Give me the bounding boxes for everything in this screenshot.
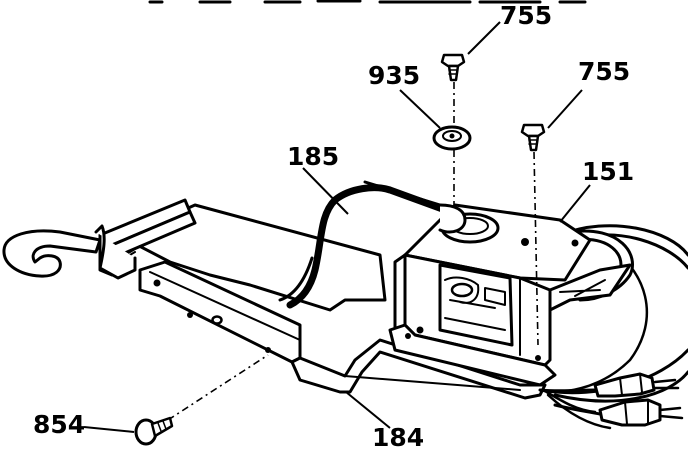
- callout-151: 151: [559, 157, 634, 223]
- callout-854: 854: [33, 410, 135, 439]
- callout-184: 184: [345, 391, 424, 450]
- callout-label: 151: [582, 157, 634, 186]
- wire-terminals: [538, 372, 684, 427]
- callout-label: 185: [287, 142, 339, 171]
- bracket-184: [94, 198, 547, 400]
- screw-755-right: [520, 123, 546, 346]
- callout-755-top: 755: [467, 1, 552, 55]
- motor-151: [388, 203, 634, 387]
- washer-935: [432, 125, 472, 151]
- callout-label: 755: [500, 1, 552, 30]
- cropped-top-text: [148, 0, 587, 4]
- callout-label: 755: [578, 57, 630, 86]
- callout-label: 184: [372, 423, 424, 450]
- callout-185: 185: [287, 142, 349, 215]
- hook: [2, 229, 102, 278]
- callout-label: 935: [368, 61, 420, 90]
- callout-935: 935: [368, 61, 441, 129]
- screw-854: [134, 354, 269, 446]
- callout-label: 854: [33, 410, 85, 439]
- callout-755-right: 755: [547, 57, 630, 129]
